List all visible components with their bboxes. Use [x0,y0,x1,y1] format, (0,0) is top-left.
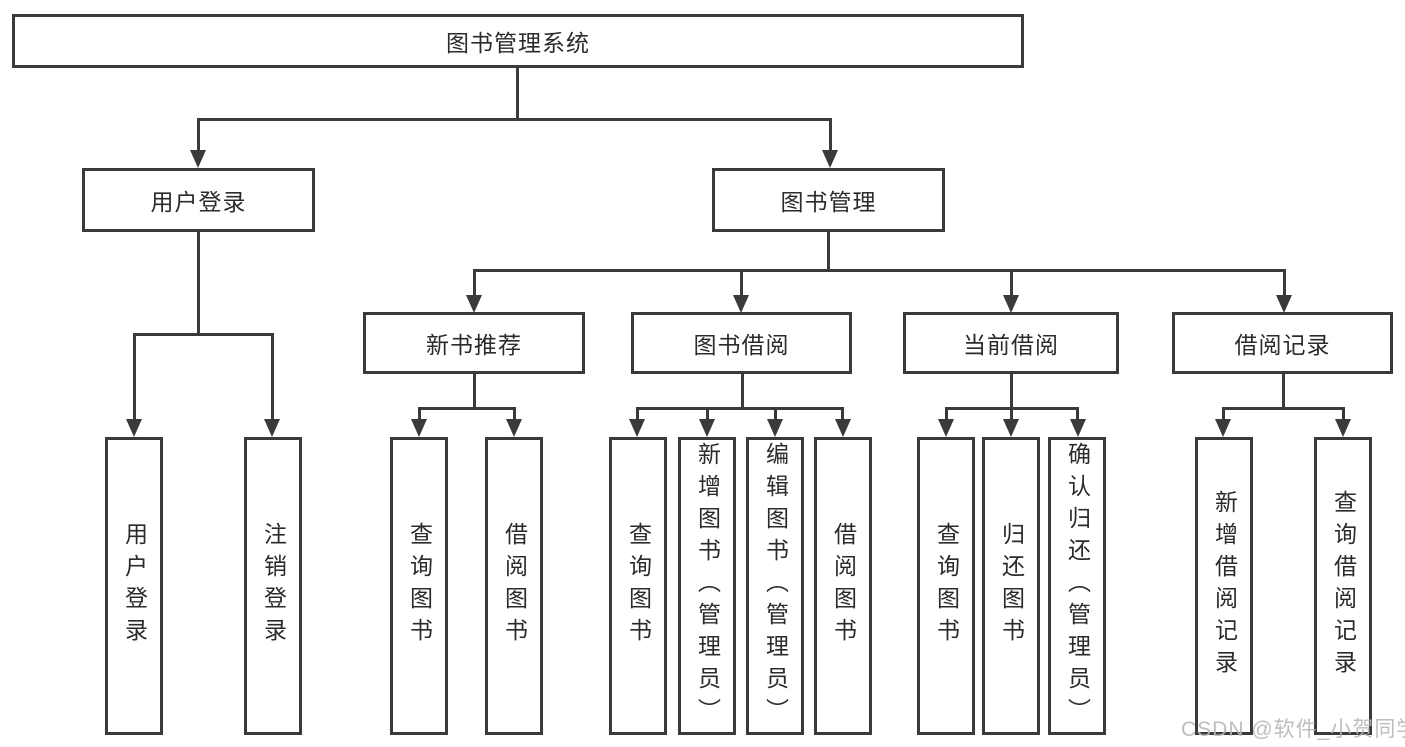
leaf-borrow-books: 借阅图书 [814,437,872,735]
leaf-label: 借阅图书 [501,522,528,650]
leaf-query-books-current: 查询图书 [917,437,975,735]
arrowhead-icon [822,150,838,168]
arrowhead-icon [733,295,749,313]
connector-line [197,118,831,121]
leaf-label: 查询图书 [625,522,652,650]
node-root-label: 图书管理系统 [446,30,590,56]
leaf-edit-books-admin: 编辑图书（管理员） [746,437,804,735]
connector-line [1076,407,1079,423]
connector-line [133,333,274,336]
node-borrow-records: 借阅记录 [1172,312,1393,374]
leaf-label: 查询图书 [933,522,960,650]
arrowhead-icon [411,419,427,437]
connector-line [418,407,516,410]
arrowhead-icon [629,419,645,437]
leaf-borrow-books-recommend: 借阅图书 [485,437,543,735]
arrowhead-icon [264,419,280,437]
leaf-query-borrow-record: 查询借阅记录 [1314,437,1372,735]
node-label: 当前借阅 [963,332,1059,358]
leaf-label: 借阅图书 [830,522,857,650]
leaf-label: 新增图书（管理员） [694,442,721,730]
leaf-return-books: 归还图书 [982,437,1040,735]
leaf-label: 用户登录 [121,522,148,650]
node-current-borrow: 当前借阅 [903,312,1119,374]
connector-line [473,269,1285,272]
leaf-query-books-recommend: 查询图书 [390,437,448,735]
connector-line [1010,269,1013,297]
arrowhead-icon [699,419,715,437]
connector-line [1222,407,1344,410]
connector-line [706,407,709,423]
leaf-label: 查询图书 [406,522,433,650]
csdn-watermark: CSDN @软件_小贺同学 [1181,718,1405,741]
leaf-user-login: 用户登录 [105,437,163,735]
arrowhead-icon [1215,419,1231,437]
leaf-label: 新增借阅记录 [1211,490,1238,682]
connector-line [774,407,777,423]
connector-line [1342,407,1345,423]
connector-line [513,407,516,423]
arrowhead-icon [1003,419,1019,437]
node-label: 图书借阅 [693,332,790,358]
arrowhead-icon [767,419,783,437]
connector-line [1282,374,1285,410]
arrowhead-icon [190,150,206,168]
connector-line [133,333,136,423]
connector-line [1010,407,1013,423]
connector-line [945,407,948,423]
node-label: 图书管理 [780,189,877,215]
connector-line [741,374,744,410]
arrowhead-icon [506,419,522,437]
connector-line [841,407,844,423]
arrowhead-icon [938,419,954,437]
leaf-label: 编辑图书（管理员） [762,442,789,730]
connector-line [829,118,832,154]
leaf-label: 查询借阅记录 [1330,490,1357,682]
connector-line [418,407,421,423]
node-label: 借阅记录 [1234,332,1331,358]
leaf-confirm-return-admin: 确认归还（管理员） [1048,437,1106,735]
arrowhead-icon [835,419,851,437]
arrowhead-icon [1070,419,1086,437]
arrowhead-icon [466,295,482,313]
connector-line [636,407,844,410]
leaf-add-books-admin: 新增图书（管理员） [678,437,736,735]
leaf-add-borrow-record: 新增借阅记录 [1195,437,1253,735]
leaf-label: 归还图书 [998,522,1025,650]
arrowhead-icon [126,419,142,437]
node-new-book-recommend: 新书推荐 [363,312,585,374]
node-book-borrow: 图书借阅 [631,312,852,374]
leaf-label: 注销登录 [260,522,287,650]
node-label: 用户登录 [150,189,247,215]
connector-line [197,232,200,336]
connector-line [636,407,639,423]
connector-line [473,374,476,410]
connector-line [1010,374,1013,410]
arrowhead-icon [1003,295,1019,313]
leaf-query-books-borrow: 查询图书 [609,437,667,735]
connector-line [740,269,743,297]
connector-line [827,232,830,272]
node-label: 新书推荐 [426,332,522,358]
arrowhead-icon [1335,419,1351,437]
connector-line [473,269,476,297]
node-root: 图书管理系统 [12,14,1024,68]
connector-line [1222,407,1225,423]
connector-line [516,68,519,120]
node-user-login: 用户登录 [82,168,315,232]
arrowhead-icon [1276,295,1292,313]
leaf-logout: 注销登录 [244,437,302,735]
connector-line [197,118,200,154]
connector-line [271,333,274,423]
leaf-label: 确认归还（管理员） [1064,442,1091,730]
node-book-management: 图书管理 [712,168,945,232]
connector-line [1283,269,1286,297]
